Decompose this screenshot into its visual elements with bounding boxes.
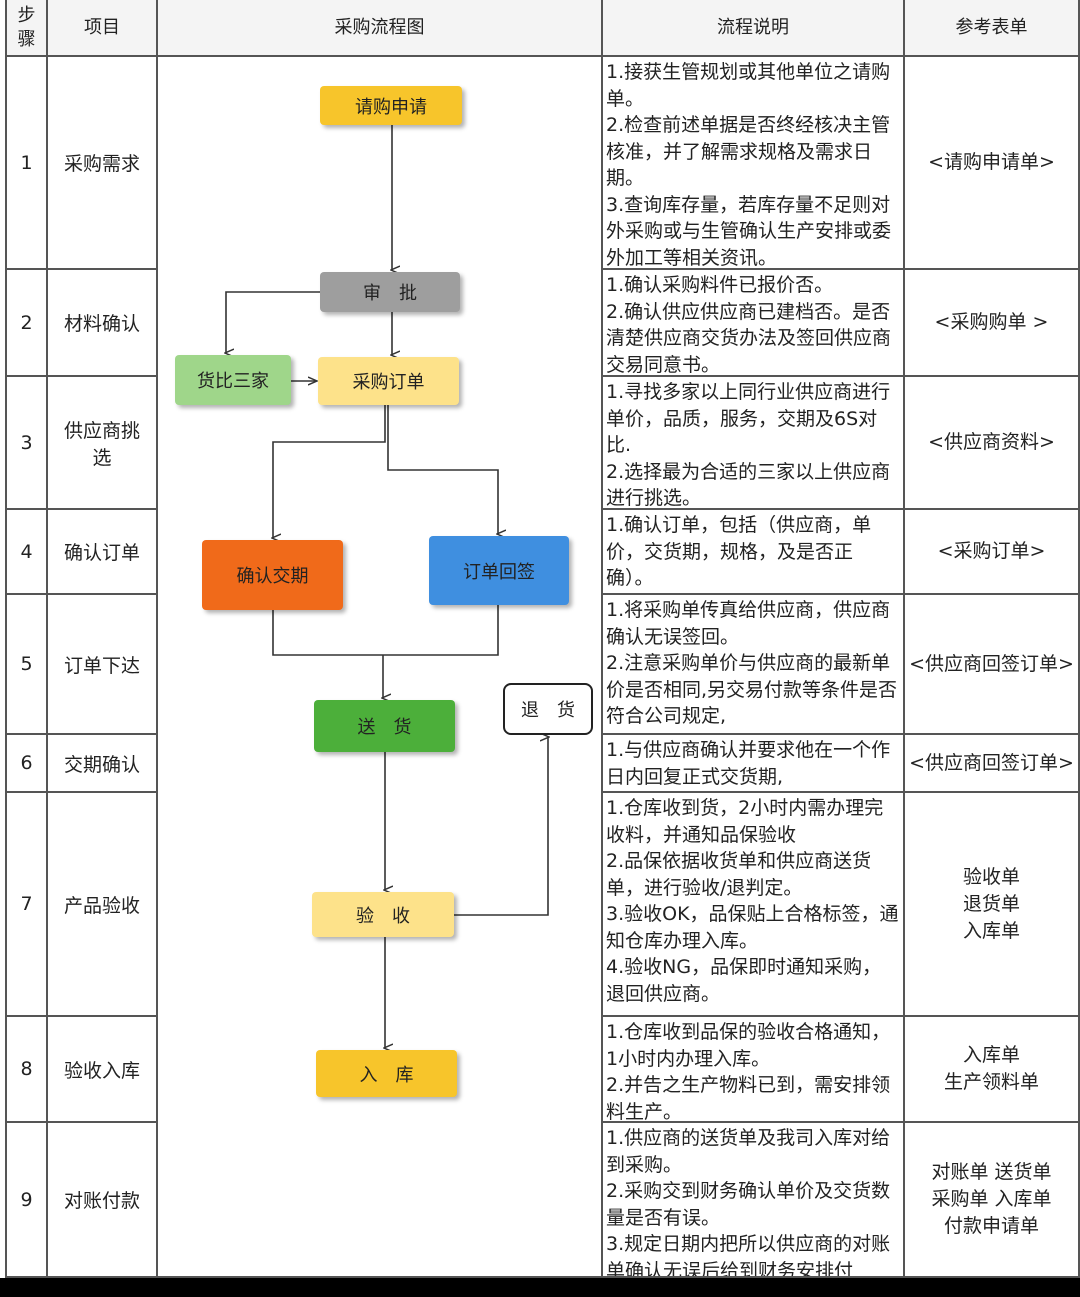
step-number: 3	[5, 377, 48, 510]
step-number: 4	[5, 510, 48, 595]
confirm-date-box: 确认交期	[202, 540, 343, 610]
purchase-order-box: 采购订单	[318, 357, 459, 405]
reference-form: 入库单 生产领料单	[905, 1017, 1080, 1123]
reference-form: <供应商资料>	[905, 377, 1080, 510]
step-number: 8	[5, 1017, 48, 1123]
process-description: 1.仓库收到品保的验收合格通知，1小时内办理入库。 2.并告之生产物料已到，需安…	[603, 1017, 905, 1123]
return-box: 退 货	[503, 683, 593, 735]
item-name: 产品验收	[48, 793, 158, 1017]
item-name: 确认订单	[48, 510, 158, 595]
reference-form: <请购申请单>	[905, 57, 1080, 270]
process-description: 1.仓库收到货，2小时内需办理完收料，并通知品保验收 2.品保依据收货单和供应商…	[603, 793, 905, 1017]
countersign-box: 订单回签	[429, 536, 569, 605]
connector-arrow	[454, 737, 548, 916]
process-description: 1.确认订单，包括（供应商，单价，交货期，规格，及是否正确）。	[603, 510, 905, 595]
deliver-box: 送 货	[314, 700, 455, 752]
step-number: 6	[5, 735, 48, 793]
item-name: 采购需求	[48, 57, 158, 270]
item-name: 供应商挑选	[48, 377, 158, 510]
stock-in-box: 入 库	[316, 1050, 457, 1097]
header-diagram: 采购流程图	[158, 0, 603, 57]
process-description: 1.寻找多家以上同行业供应商进行单价，品质，服务，交期及6S对比. 2.选择最为…	[603, 377, 905, 510]
step-number: 9	[5, 1123, 48, 1278]
reference-form: <采购购单 >	[905, 270, 1080, 377]
bottom-bar	[0, 1278, 1080, 1297]
header-step: 步 骤	[5, 0, 48, 57]
compare-box: 货比三家	[175, 355, 291, 405]
connector-arrow	[273, 405, 386, 538]
connector-arrow	[272, 605, 499, 656]
inspect-box: 验 收	[312, 892, 454, 937]
item-name: 交期确认	[48, 735, 158, 793]
item-name: 对账付款	[48, 1123, 158, 1278]
reference-form: <采购订单>	[905, 510, 1080, 595]
connector-arrow	[226, 291, 320, 353]
item-name: 验收入库	[48, 1017, 158, 1123]
step-number: 1	[5, 57, 48, 270]
header-desc: 流程说明	[603, 0, 905, 57]
reference-form: <供应商回签订单>	[905, 735, 1080, 793]
step-number: 7	[5, 793, 48, 1017]
item-name: 材料确认	[48, 270, 158, 377]
process-description: 1.接获生管规划或其他单位之请购单。 2.检查前述单据是否终经核决主管核准，并了…	[603, 57, 905, 270]
header-item: 项目	[48, 0, 158, 57]
step-number: 2	[5, 270, 48, 377]
diagram-cell	[158, 57, 603, 1278]
connector-arrow	[387, 405, 498, 534]
process-description: 1.将采购单传真给供应商，供应商确认无误签回。 2.注意采购单价与供应商的最新单…	[603, 595, 905, 735]
reference-form: 对账单 送货单 采购单 入库单 付款申请单	[905, 1123, 1080, 1278]
request-box: 请购申请	[320, 86, 462, 125]
approve-box: 审 批	[320, 272, 460, 312]
process-description: 1.供应商的送货单及我司入库对给到采购。 2.采购交到财务确认单价及交货数量是否…	[603, 1123, 905, 1278]
process-description: 1.确认采购料件已报价否。 2.确认供应供应商已建档否。是否清楚供应商交货办法及…	[603, 270, 905, 377]
reference-form: <供应商回签订单>	[905, 595, 1080, 735]
process-description: 1.与供应商确认并要求他在一个作日内回复正式交货期,	[603, 735, 905, 793]
item-name: 订单下达	[48, 595, 158, 735]
step-number: 5	[5, 595, 48, 735]
reference-form: 验收单 退货单 入库单	[905, 793, 1080, 1017]
header-form: 参考表单	[905, 0, 1080, 57]
